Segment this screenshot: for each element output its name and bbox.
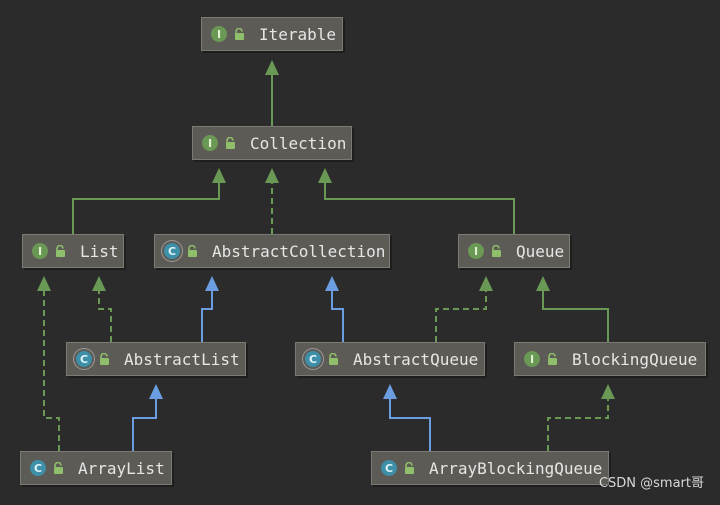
node-label: ArrayList	[78, 458, 165, 478]
node-label: Queue	[516, 241, 565, 261]
node-label: List	[80, 241, 119, 261]
arrowhead	[205, 276, 219, 291]
public-lock-icon	[46, 462, 64, 474]
node-abstract-collection[interactable]: C AbstractCollection	[154, 234, 390, 268]
arrowhead	[383, 384, 397, 399]
abstract-class-icon: C	[164, 243, 180, 259]
edge-array_list-to-list	[37, 276, 60, 451]
interface-icon: I	[211, 26, 227, 42]
edge-abstract_list-to-list	[92, 276, 112, 342]
node-label: BlockingQueue	[572, 349, 698, 369]
edge-blocking_queue-to-queue	[536, 276, 609, 342]
arrowhead	[149, 384, 163, 399]
node-blocking-queue[interactable]: I BlockingQueue	[514, 342, 706, 376]
node-collection[interactable]: I Collection	[192, 126, 352, 160]
edge-array_list-to-abstract_list	[132, 384, 163, 451]
arrowhead	[37, 276, 51, 291]
edge-abstract_queue-to-abstract_collection	[325, 276, 344, 342]
arrowhead	[92, 276, 106, 291]
abstract-class-icon: C	[76, 351, 92, 367]
edge-abstract_collection-to-collection	[265, 168, 279, 234]
node-queue[interactable]: I Queue	[458, 234, 570, 268]
public-lock-icon	[484, 245, 502, 257]
interface-icon: I	[524, 351, 540, 367]
node-label: ArrayBlockingQueue	[429, 458, 603, 478]
interface-icon: I	[32, 243, 48, 259]
public-lock-icon	[540, 353, 558, 365]
public-lock-icon	[397, 462, 415, 474]
node-array-blocking-queue[interactable]: C ArrayBlockingQueue	[371, 451, 609, 485]
node-list[interactable]: I List	[22, 234, 124, 268]
node-label: Iterable	[259, 24, 337, 44]
public-lock-icon	[227, 28, 245, 40]
public-lock-icon	[218, 137, 236, 149]
arrowhead	[212, 168, 226, 183]
edge-queue-to-collection	[318, 168, 515, 234]
edge-array_blocking_queue-to-blocking_queue	[547, 384, 615, 451]
node-iterable[interactable]: I Iterable	[201, 17, 343, 51]
node-label: AbstractCollection	[212, 241, 386, 261]
interface-icon: I	[202, 135, 218, 151]
node-label: AbstractQueue	[353, 349, 479, 369]
arrowhead	[536, 276, 550, 291]
arrowhead	[601, 384, 615, 399]
watermark: CSDN @smart哥	[598, 476, 704, 491]
arrowhead	[479, 276, 493, 291]
interface-icon: I	[468, 243, 484, 259]
public-lock-icon	[92, 353, 110, 365]
node-abstract-list[interactable]: C AbstractList	[66, 342, 246, 376]
public-lock-icon	[321, 353, 339, 365]
edge-collection-to-iterable	[265, 60, 279, 126]
arrowhead	[318, 168, 332, 183]
node-array-list[interactable]: C ArrayList	[20, 451, 172, 485]
node-label: AbstractList	[124, 349, 240, 369]
abstract-class-icon: C	[305, 351, 321, 367]
public-lock-icon	[180, 245, 198, 257]
arrowhead	[265, 168, 279, 183]
edge-list-to-collection	[72, 168, 226, 234]
arrowhead	[325, 276, 339, 291]
node-abstract-queue[interactable]: C AbstractQueue	[295, 342, 485, 376]
edge-abstract_queue-to-queue	[435, 276, 493, 342]
class-icon: C	[30, 460, 46, 476]
node-label: Collection	[250, 133, 347, 153]
edge-abstract_list-to-abstract_collection	[201, 276, 219, 342]
arrowhead	[265, 60, 279, 75]
edge-array_blocking_queue-to-abstract_queue	[383, 384, 431, 451]
class-icon: C	[381, 460, 397, 476]
public-lock-icon	[48, 245, 66, 257]
